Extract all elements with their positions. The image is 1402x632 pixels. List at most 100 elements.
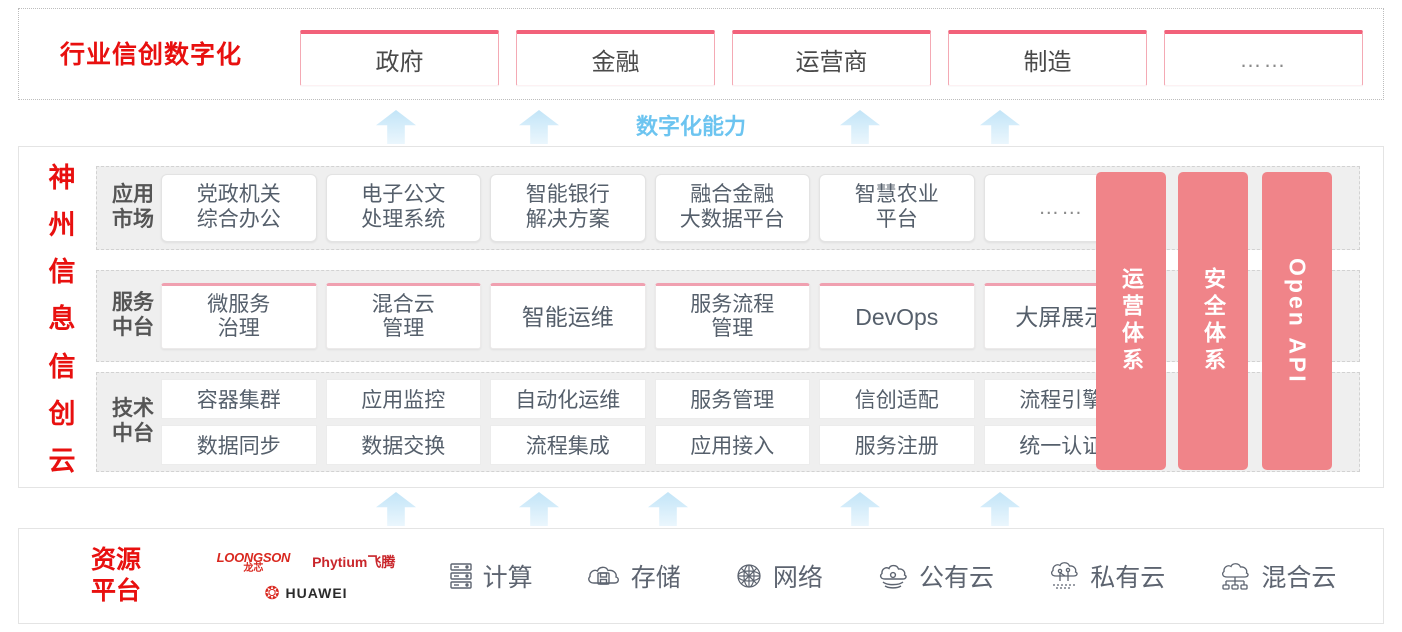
technical-row-top: 容器集群 应用监控 自动化运维 服务管理 信创适配 流程引擎 [161, 379, 1139, 419]
loongson-logo-cn: 龙芯 [243, 562, 264, 574]
resource-arrow-3 [648, 492, 688, 526]
resource-item-list: 计算 存储 [421, 558, 1383, 594]
resource-arrow-4 [840, 492, 880, 526]
industry-box-government[interactable]: 政府 [300, 30, 499, 86]
cell-line1: …… [1038, 195, 1085, 219]
resource-title-line1: 资源 [90, 545, 141, 574]
technical-platform-row: 技术 中台 容器集群 应用监控 自动化运维 服务管理 信创适配 流程引擎 数据同… [96, 372, 1360, 472]
resource-item-label: 混合云 [1261, 564, 1337, 592]
resource-item-public-cloud[interactable]: 公有云 [876, 558, 994, 594]
resource-item-hybrid-cloud[interactable]: 混合云 [1218, 558, 1336, 594]
cell-line1: 融合金融 [690, 183, 775, 207]
pillar-open-api[interactable]: Open API [1262, 172, 1332, 470]
hybrid-cloud-icon [1218, 561, 1252, 591]
industry-box-operator[interactable]: 运营商 [732, 30, 931, 86]
cell-line2: 处理系统 [361, 208, 446, 231]
tech-cell-automated-ops[interactable]: 自动化运维 [490, 379, 646, 419]
resource-item-storage[interactable]: 存储 [586, 558, 681, 594]
cell-line2: 平台 [875, 208, 918, 231]
capability-arrow-3 [840, 110, 880, 144]
cell-line1: 智慧农业 [854, 183, 939, 207]
tech-cell-service-registry[interactable]: 服务注册 [819, 425, 975, 465]
resource-arrow-1 [376, 492, 416, 526]
resource-item-label: 私有云 [1090, 564, 1166, 592]
resource-item-label: 公有云 [919, 564, 995, 592]
huawei-logo-text: HUAWEI [285, 584, 348, 601]
capability-arrow-4 [980, 110, 1020, 144]
cell-line1: 智能银行 [525, 183, 610, 207]
tech-cell-xinchuang-adaptation[interactable]: 信创适配 [819, 379, 975, 419]
industry-box-more[interactable]: …… [1164, 30, 1363, 86]
service-platform-row: 服务 中台 微服务 治理 混合云 管理 智能运维 服务流程 管理 DevOps [96, 270, 1360, 362]
row-label-line2: 中台 [112, 316, 154, 339]
industry-box-label: 制造 [1023, 49, 1072, 76]
resource-title-line2: 平台 [90, 577, 141, 605]
row-label-line2: 市场 [112, 208, 154, 231]
app-cell-smart-agriculture[interactable]: 智慧农业 平台 [819, 174, 975, 242]
app-cell-smart-bank[interactable]: 智能银行 解决方案 [490, 174, 646, 242]
tech-cell-container-cluster[interactable]: 容器集群 [161, 379, 317, 419]
server-icon [448, 561, 474, 591]
tech-cell-app-access[interactable]: 应用接入 [654, 425, 810, 465]
cell-line2: 综合办公 [196, 208, 281, 231]
row-label-line2: 中台 [112, 422, 154, 445]
cell-line2: 解决方案 [525, 208, 610, 231]
cloud-platform-title: 神 州 信 息 信 创 云 [40, 165, 84, 475]
cell-line1: 混合云 [371, 292, 435, 316]
resource-item-private-cloud[interactable]: 私有云 [1047, 558, 1165, 594]
row-label-line1: 应用 [112, 183, 154, 207]
capability-label: 数字化能力 [636, 114, 747, 139]
application-market-row: 应用 市场 党政机关 综合办公 电子公文 处理系统 智能银行 解决方案 融合金融… [96, 166, 1360, 250]
tech-cell-data-sync[interactable]: 数据同步 [161, 425, 317, 465]
app-cell-gov-office[interactable]: 党政机关 综合办公 [161, 174, 317, 242]
cloud-title-char: 信 [48, 351, 76, 382]
service-cell-microservice-governance[interactable]: 微服务 治理 [161, 283, 317, 349]
cell-line2: 治理 [217, 317, 260, 340]
resource-item-label: 计算 [482, 564, 533, 592]
cell-line1: DevOps [855, 303, 939, 330]
app-cell-edoc-system[interactable]: 电子公文 处理系统 [325, 174, 481, 242]
cloud-title-char: 息 [48, 304, 76, 335]
service-cell-hybrid-cloud-mgmt[interactable]: 混合云 管理 [325, 283, 481, 349]
industry-box-label: 政府 [375, 49, 424, 76]
private-cloud-icon [1047, 561, 1081, 591]
pillar-operations-system[interactable]: 运营体系 [1096, 172, 1166, 470]
resource-arrow-2 [519, 492, 559, 526]
tech-cell-data-exchange[interactable]: 数据交换 [325, 425, 481, 465]
industry-box-manufacturing[interactable]: 制造 [948, 30, 1147, 86]
cloud-title-char: 创 [48, 398, 76, 429]
cloud-title-char: 州 [48, 210, 76, 241]
resource-item-label: 网络 [772, 564, 823, 592]
row-label-line1: 服务 [112, 291, 154, 315]
row-label-line1: 技术 [112, 397, 154, 421]
tech-cell-process-integration[interactable]: 流程集成 [490, 425, 646, 465]
cloud-title-char: 神 [48, 163, 76, 193]
service-cell-devops[interactable]: DevOps [819, 283, 975, 349]
service-cell-service-process-mgmt[interactable]: 服务流程 管理 [654, 283, 810, 349]
industry-band-title: 行业信创数字化 [60, 41, 243, 69]
cell-line2: 管理 [711, 317, 754, 340]
resource-platform-title: 资源 平台 [41, 545, 191, 608]
cell-line1: 大屏展示 [1015, 303, 1108, 330]
huawei-flower-icon: ❂ [264, 582, 280, 603]
capability-arrow-2 [519, 110, 559, 144]
service-cell-intelligent-ops[interactable]: 智能运维 [490, 283, 646, 349]
resource-arrow-5 [980, 492, 1020, 526]
resource-platform-card: 资源 平台 LOONGSON 龙芯 Phytium飞腾 ❂ HUAWEI [18, 528, 1384, 624]
app-cell-finance-bigdata[interactable]: 融合金融 大数据平台 [654, 174, 810, 242]
cloud-storage-icon [586, 562, 622, 590]
cloud-title-char: 云 [48, 445, 76, 476]
pillar-security-system[interactable]: 安全体系 [1178, 172, 1248, 470]
resource-item-network[interactable]: 网络 [734, 558, 823, 594]
industry-box-label: 金融 [591, 49, 640, 76]
capability-arrow-1 [376, 110, 416, 144]
technical-platform-label: 技术 中台 [105, 397, 161, 447]
cloud-title-char: 信 [48, 257, 76, 288]
tech-cell-service-mgmt[interactable]: 服务管理 [654, 379, 810, 419]
application-market-label: 应用 市场 [105, 183, 161, 233]
tech-cell-app-monitoring[interactable]: 应用监控 [325, 379, 481, 419]
industry-box-finance[interactable]: 金融 [516, 30, 715, 86]
huawei-logo: ❂ HUAWEI [264, 584, 347, 602]
resource-item-compute[interactable]: 计算 [448, 558, 533, 594]
